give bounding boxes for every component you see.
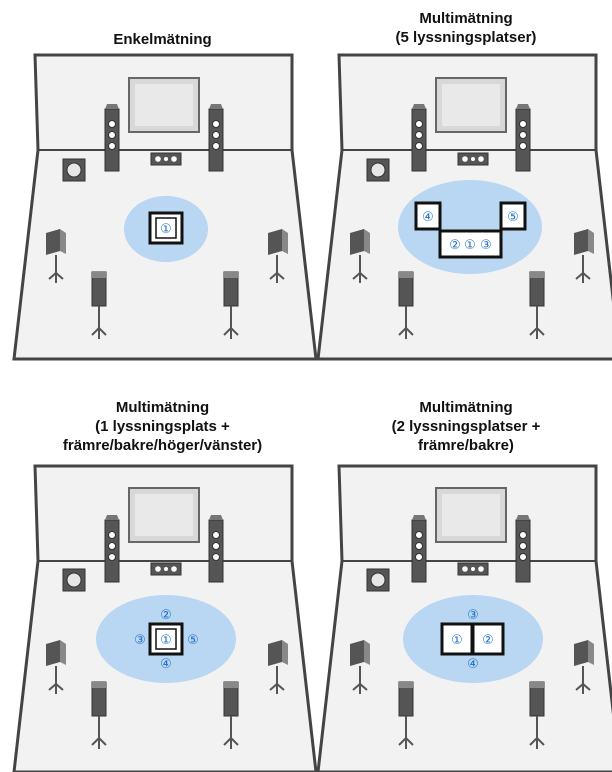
listening-position-marker: ③ [134, 633, 146, 648]
surround-left-speaker-icon [350, 229, 370, 283]
surround-left-speaker-icon [350, 640, 370, 694]
tv-icon [435, 77, 507, 133]
tv-icon [435, 487, 507, 543]
listening-seat-right-icon [471, 622, 505, 656]
front-right-speaker-icon [515, 104, 531, 172]
listening-position-marker: ① [160, 633, 172, 648]
listening-position-marker: ③ [480, 238, 492, 253]
listening-position-marker: ⑤ [507, 210, 519, 225]
center-speaker-icon [457, 152, 489, 166]
front-left-speaker-icon [411, 104, 427, 172]
listening-position-marker: ③ [467, 608, 479, 623]
tv-icon [128, 487, 200, 543]
subwoofer-icon [366, 158, 390, 182]
listening-position-marker: ⑤ [187, 633, 199, 648]
surround-back-right-speaker-icon [529, 271, 545, 339]
surround-right-speaker-icon [268, 229, 288, 255]
listening-position-marker: ① [464, 238, 476, 253]
surround-right-speaker-icon [574, 640, 594, 694]
listening-seat-left-icon [414, 201, 442, 231]
surround-left-stand-icon [48, 255, 64, 283]
tv-icon [128, 77, 200, 133]
subwoofer-icon [62, 158, 86, 182]
listening-sofa-icon [438, 229, 503, 259]
surround-back-left-speaker-icon [398, 271, 414, 339]
front-right-speaker-icon [515, 515, 531, 583]
listening-position-marker: ④ [467, 657, 479, 672]
front-left-speaker-icon [411, 515, 427, 583]
listening-position-marker: ④ [160, 657, 172, 672]
room-diagram-multi-2-plus-front-back: ③ ① ② ④ [316, 464, 612, 772]
panel-title-multi-2-positions-plus-front-back: Multimätning (2 lyssningsplatser + främr… [391, 399, 541, 454]
listening-position-marker: ④ [422, 210, 434, 225]
surround-right-stand-icon [269, 255, 285, 283]
surround-right-speaker-icon [268, 640, 288, 694]
listening-seat-icon [148, 211, 184, 245]
surround-back-right-speaker-icon [223, 271, 239, 339]
listening-position-marker: ② [482, 633, 494, 648]
panel-title-multi-1-position-plus-directions: Multimätning (1 lyssningsplats + främre/… [62, 399, 263, 454]
room-diagram-multi-1-plus-directions: ② ③ ① ⑤ ④ [12, 464, 318, 772]
surround-back-left-speaker-icon [398, 681, 414, 749]
surround-back-left-speaker-icon [91, 271, 107, 339]
front-right-speaker-icon [208, 104, 224, 172]
listening-seat-right-icon [499, 201, 527, 231]
front-left-speaker-icon [104, 104, 120, 172]
panel-title-single-measurement: Enkelmätning [113, 31, 212, 48]
surround-back-right-speaker-icon [529, 681, 545, 749]
panel-title-multi-5-positions: Multimätning (5 lyssningsplatser) [395, 10, 537, 46]
surround-left-speaker-icon [46, 640, 66, 694]
front-left-speaker-icon [104, 515, 120, 583]
subwoofer-icon [62, 568, 86, 592]
listening-seat-icon [148, 622, 184, 656]
surround-back-right-speaker-icon [223, 681, 239, 749]
center-speaker-icon [150, 152, 182, 166]
subwoofer-icon [366, 568, 390, 592]
surround-back-left-speaker-icon [91, 681, 107, 749]
surround-left-speaker-icon [46, 229, 66, 255]
front-right-speaker-icon [208, 515, 224, 583]
center-speaker-icon [457, 562, 489, 576]
room-diagram-single: ① [12, 53, 318, 361]
listening-position-marker: ① [451, 633, 463, 648]
listening-position-marker: ② [160, 608, 172, 623]
room-diagram-multi-5: ④ ⑤ ② ① ③ [316, 53, 612, 361]
center-speaker-icon [150, 562, 182, 576]
listening-position-marker: ① [160, 222, 172, 237]
listening-position-marker: ② [449, 238, 461, 253]
surround-right-speaker-icon [574, 229, 594, 283]
